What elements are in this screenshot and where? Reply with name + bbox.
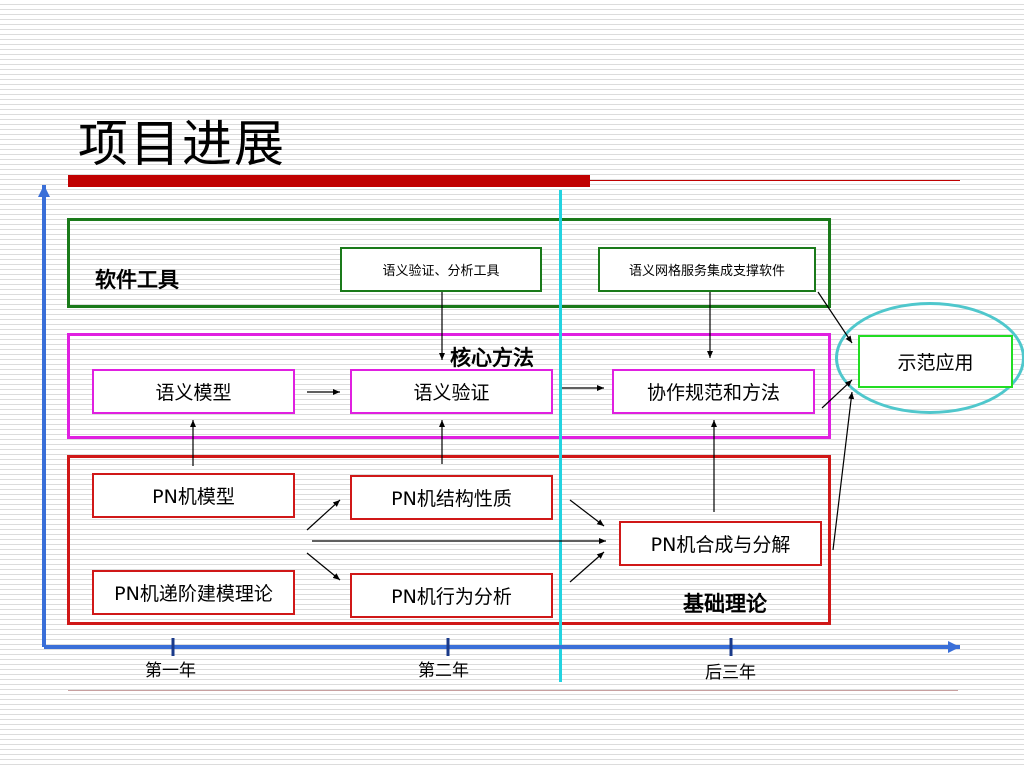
- title-underline-thin: [590, 180, 960, 181]
- semantic-model-box: 语义模型: [92, 369, 295, 414]
- software-tools-frame: [67, 218, 831, 308]
- basic-theory-label: 基础理论: [683, 592, 767, 616]
- arrow-to-pnstruct: [306, 499, 341, 531]
- footer-divider: [68, 690, 958, 691]
- arrow-theory-to-app: [832, 391, 855, 551]
- arrow-to-pnbehavior: [306, 552, 341, 581]
- pn-behavior-box: PN机行为分析: [350, 573, 553, 618]
- application-ellipse: [835, 302, 1024, 414]
- pn-structure-box: PN机结构性质: [350, 475, 553, 520]
- timeline-year-2: 第二年: [418, 661, 469, 681]
- phase-divider-line: [559, 190, 562, 682]
- pn-model-box: PN机模型: [92, 473, 295, 518]
- semantic-verify-tool-box: 语义验证、分析工具: [340, 247, 542, 292]
- basic-theory-frame: [67, 455, 831, 625]
- arrow-software-to-app: [817, 291, 853, 344]
- semantic-verification-box: 语义验证: [350, 369, 553, 414]
- grid-service-software-box: 语义网格服务集成支撑软件: [598, 247, 816, 292]
- arrow-core-to-app: [821, 379, 853, 409]
- demo-application-box: 示范应用: [858, 335, 1013, 388]
- arrow-pnstruct-to-compose: [569, 499, 605, 527]
- page-title: 项目进展: [78, 115, 286, 173]
- timeline-year-3: 后三年: [705, 663, 756, 683]
- software-tools-label: 软件工具: [95, 268, 179, 292]
- collaboration-spec-box: 协作规范和方法: [612, 369, 815, 414]
- core-methods-frame: [67, 333, 831, 439]
- title-underline-bar: [68, 175, 590, 187]
- pn-compose-decompose-box: PN机合成与分解: [619, 521, 822, 566]
- pn-recursive-modeling-box: PN机递阶建模理论: [92, 570, 295, 615]
- arrow-pnbehavior-to-compose: [569, 551, 605, 583]
- timeline-year-1: 第一年: [145, 661, 196, 681]
- core-methods-label: 核心方法: [450, 346, 534, 370]
